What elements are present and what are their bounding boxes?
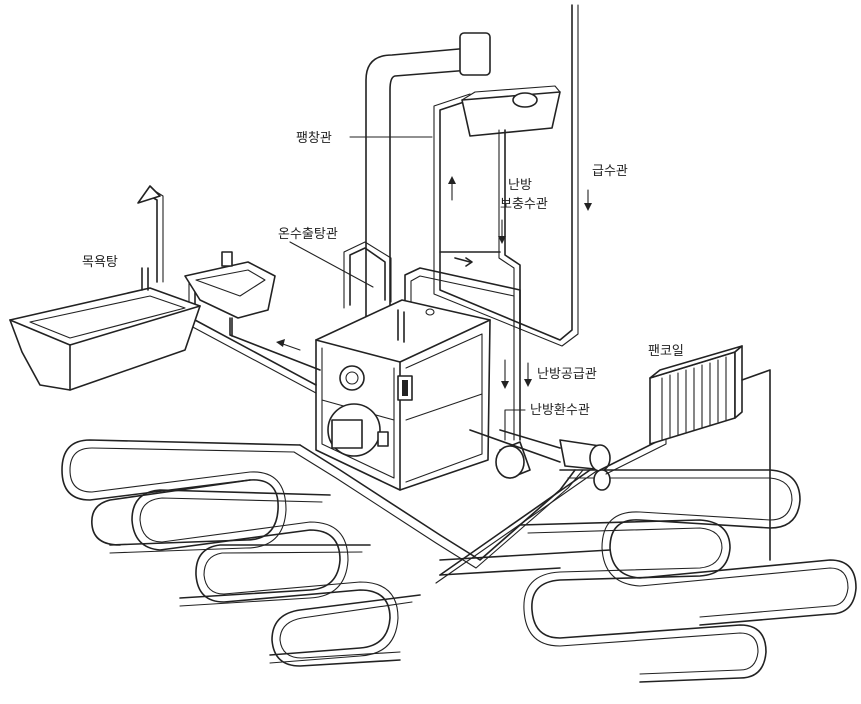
- boiler: [315, 299, 491, 491]
- label-bathtub: 목욕탕: [82, 255, 118, 270]
- label-supply-pipe: 급수관: [592, 164, 628, 179]
- label-expansion-pipe: 팽창관: [296, 131, 332, 146]
- flow-arrows: [276, 176, 592, 389]
- shower-head: [137, 185, 164, 291]
- bathtub: [9, 287, 201, 391]
- label-hot-water-outlet: 온수출탕관: [278, 227, 338, 242]
- label-leaders: [289, 136, 526, 441]
- heating-makeup-pipe: [439, 129, 521, 441]
- fan-coil: [649, 345, 771, 561]
- label-fan-coil: 팬코일: [648, 344, 684, 359]
- label-heating-makeup-line1: 난방: [508, 178, 532, 193]
- washbasin: [184, 251, 276, 337]
- label-heating-return: 난방환수관: [530, 403, 590, 418]
- label-heating-makeup-line2: 보충수관: [500, 197, 548, 212]
- expansion-tank: [461, 85, 561, 137]
- floor-heating-coil-right: [439, 469, 857, 683]
- supply-water-pipe: [433, 4, 579, 347]
- floor-heating-coil-left: [61, 439, 421, 667]
- floor-feed-pipes: [293, 444, 599, 584]
- label-heating-supply: 난방공급관: [537, 367, 597, 382]
